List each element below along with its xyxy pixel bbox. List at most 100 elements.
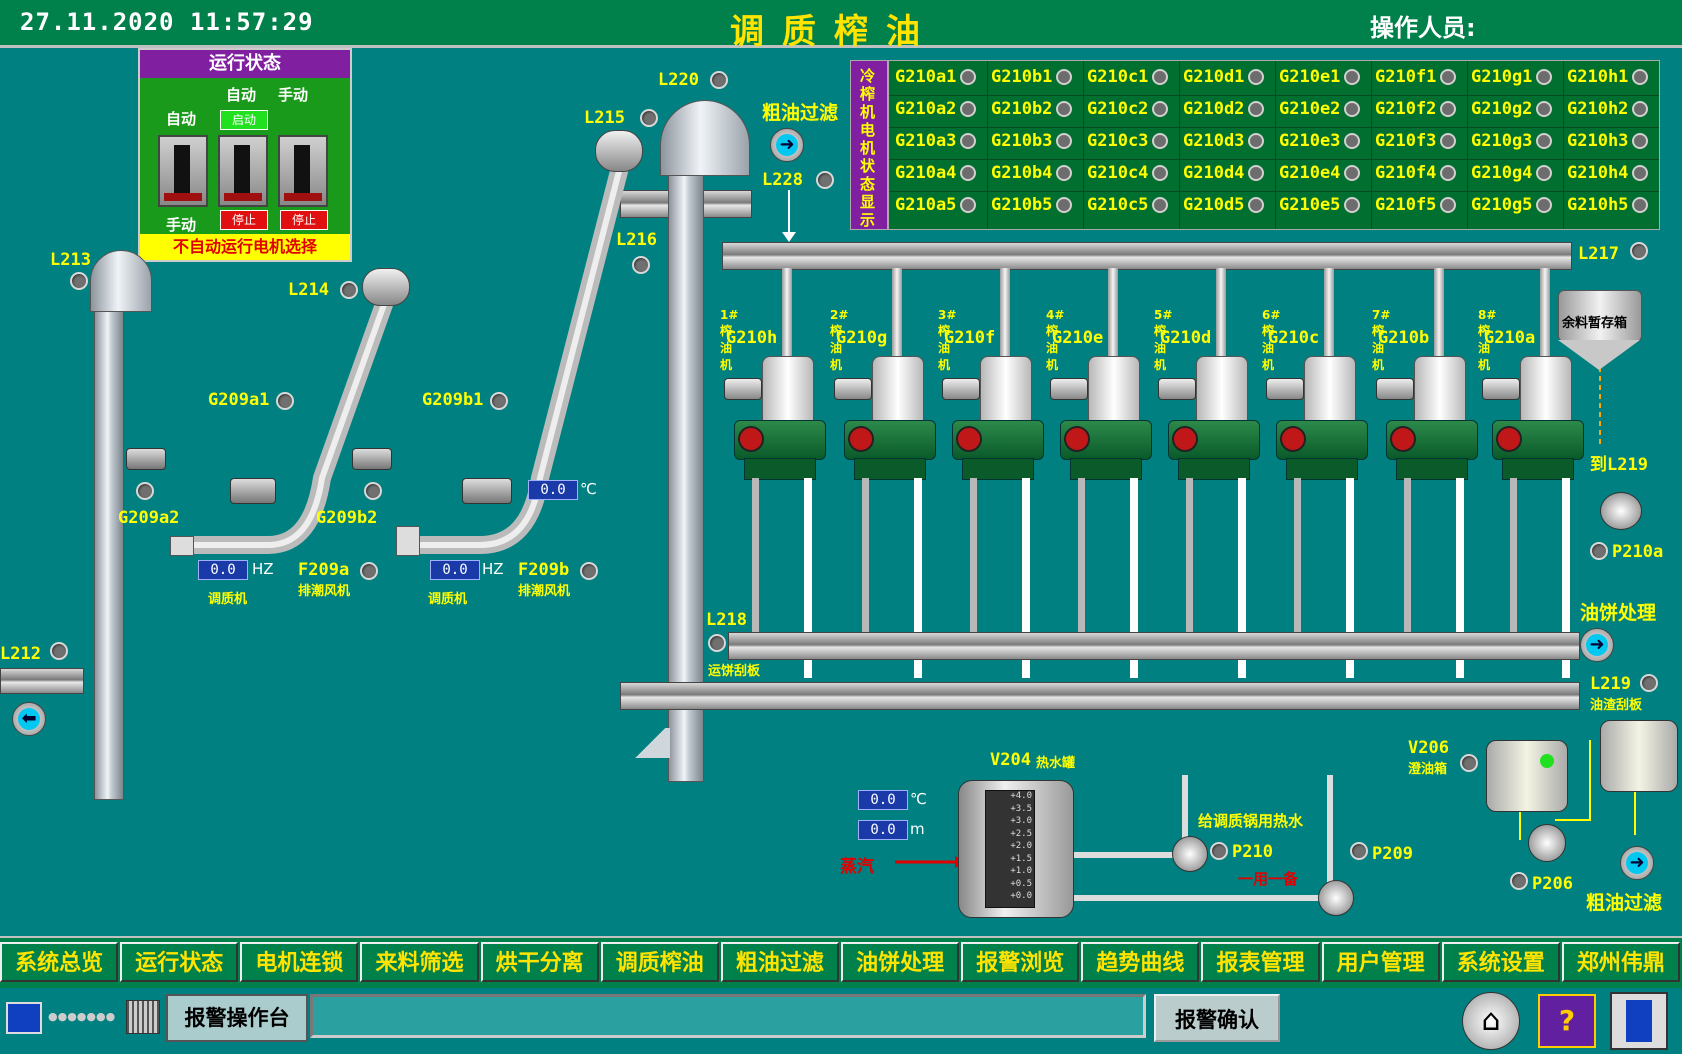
- nav-6[interactable]: 调质榨油: [600, 942, 719, 982]
- motor-status-g210e1[interactable]: G210e1: [1279, 67, 1361, 87]
- nav-5[interactable]: 烘干分离: [480, 942, 599, 982]
- exit-door-icon[interactable]: [1610, 992, 1668, 1050]
- nav-12[interactable]: 用户管理: [1321, 942, 1440, 982]
- motor-status-g210g3[interactable]: G210g3: [1471, 131, 1553, 151]
- grid-row-divider: [889, 95, 1659, 96]
- goto-crude-filter-button-2[interactable]: ➜: [1620, 846, 1654, 880]
- motor-status-g210b2[interactable]: G210b2: [991, 99, 1073, 119]
- status-p209[interactable]: [1350, 842, 1368, 860]
- motor-status-g210e5[interactable]: G210e5: [1279, 195, 1361, 215]
- motor-status-g210a4[interactable]: G210a4: [895, 163, 977, 183]
- switch-2[interactable]: [218, 135, 268, 207]
- motor-status-g210c4[interactable]: G210c4: [1087, 163, 1169, 183]
- status-f209a[interactable]: [360, 562, 378, 580]
- status-v206[interactable]: [1460, 754, 1478, 772]
- stop-button-1[interactable]: 停止: [220, 210, 268, 230]
- stop-button-2[interactable]: 停止: [280, 210, 328, 230]
- press-number: 3#榨油机: [938, 308, 957, 372]
- nav-3[interactable]: 电机连锁: [240, 942, 359, 982]
- status-g209a1[interactable]: [276, 392, 294, 410]
- nav-1[interactable]: 系统总览: [0, 942, 119, 982]
- motor-status-g210b1[interactable]: G210b1: [991, 67, 1073, 87]
- status-f209b[interactable]: [580, 562, 598, 580]
- nav-9[interactable]: 报警浏览: [961, 942, 1080, 982]
- status-g209a2[interactable]: [136, 482, 154, 500]
- scale-tick: +0.5: [1010, 878, 1032, 889]
- status-l218[interactable]: [708, 634, 726, 652]
- switch-1[interactable]: [158, 135, 208, 207]
- motor-status-g210f1[interactable]: G210f1: [1375, 67, 1457, 87]
- nav-8[interactable]: 油饼处理: [841, 942, 960, 982]
- status-p206[interactable]: [1510, 872, 1528, 890]
- status-p210[interactable]: [1210, 842, 1228, 860]
- motor-status-g210h5[interactable]: G210h5: [1567, 195, 1649, 215]
- motor-label: G210g4: [1471, 163, 1533, 183]
- status-l216[interactable]: [632, 256, 650, 274]
- nav-7[interactable]: 粗油过滤: [720, 942, 839, 982]
- status-l217[interactable]: [1630, 242, 1648, 260]
- motor-status-g210b4[interactable]: G210b4: [991, 163, 1073, 183]
- motor-status-g210a3[interactable]: G210a3: [895, 131, 977, 151]
- switch-3[interactable]: [278, 135, 328, 207]
- motor-status-g210b5[interactable]: G210b5: [991, 195, 1073, 215]
- motor-status-g210c2[interactable]: G210c2: [1087, 99, 1169, 119]
- v204-temp-readout: 0.0: [858, 790, 908, 810]
- motor-status-g210g4[interactable]: G210g4: [1471, 163, 1553, 183]
- nav-2[interactable]: 运行状态: [120, 942, 239, 982]
- help-book-icon[interactable]: ?: [1538, 994, 1596, 1048]
- alarm-confirm-button[interactable]: 报警确认: [1154, 994, 1280, 1042]
- grid-icon[interactable]: [126, 1000, 160, 1034]
- status-g209b1[interactable]: [490, 392, 508, 410]
- status-l228[interactable]: [816, 171, 834, 189]
- alarm-message-field[interactable]: [310, 994, 1146, 1038]
- motor-status-g210d3[interactable]: G210d3: [1183, 131, 1265, 151]
- motor-status-g210g2[interactable]: G210g2: [1471, 99, 1553, 119]
- press-base: [744, 458, 816, 480]
- motor-status-g210d5[interactable]: G210d5: [1183, 195, 1265, 215]
- motor-status-g210a5[interactable]: G210a5: [895, 195, 977, 215]
- status-l212[interactable]: [50, 642, 68, 660]
- motor-status-g210g1[interactable]: G210g1: [1471, 67, 1553, 87]
- motor-status-g210f2[interactable]: G210f2: [1375, 99, 1457, 119]
- motor-status-g210f4[interactable]: G210f4: [1375, 163, 1457, 183]
- motor-status-g210c3[interactable]: G210c3: [1087, 131, 1169, 151]
- no-auto-motor-select[interactable]: 不自动运行电机选择: [140, 234, 350, 260]
- status-l219[interactable]: [1640, 674, 1658, 692]
- motor-status-g210d2[interactable]: G210d2: [1183, 99, 1265, 119]
- nav-10[interactable]: 趋势曲线: [1081, 942, 1200, 982]
- motor-status-g210f3[interactable]: G210f3: [1375, 131, 1457, 151]
- motor-status-g210e4[interactable]: G210e4: [1279, 163, 1361, 183]
- motor-status-g210d4[interactable]: G210d4: [1183, 163, 1265, 183]
- motor-status-g210a1[interactable]: G210a1: [895, 67, 977, 87]
- motor-status-g210b3[interactable]: G210b3: [991, 131, 1073, 151]
- motor-status-g210d1[interactable]: G210d1: [1183, 67, 1265, 87]
- motor-status-g210c1[interactable]: G210c1: [1087, 67, 1169, 87]
- motor-status-g210f5[interactable]: G210f5: [1375, 195, 1457, 215]
- status-p210a[interactable]: [1590, 542, 1608, 560]
- goto-cake-button[interactable]: ➜: [1580, 628, 1614, 662]
- motor-status-g210a2[interactable]: G210a2: [895, 99, 977, 119]
- nav-14[interactable]: 郑州伟鼎: [1561, 942, 1680, 982]
- nav-4[interactable]: 来料筛选: [360, 942, 479, 982]
- motor-status-g210e3[interactable]: G210e3: [1279, 131, 1361, 151]
- label-l213: L213: [50, 250, 91, 270]
- nav-13[interactable]: 系统设置: [1441, 942, 1560, 982]
- goto-crude-filter-button[interactable]: ➜: [770, 128, 804, 162]
- motor-status-g210c5[interactable]: G210c5: [1087, 195, 1169, 215]
- status-l220[interactable]: [710, 71, 728, 89]
- computer-icon[interactable]: [6, 1002, 42, 1034]
- motor-status-g210h3[interactable]: G210h3: [1567, 131, 1649, 151]
- motor-status-g210h2[interactable]: G210h2: [1567, 99, 1649, 119]
- status-l213[interactable]: [70, 272, 88, 290]
- status-g209b2[interactable]: [364, 482, 382, 500]
- motor-status-g210g5[interactable]: G210g5: [1471, 195, 1553, 215]
- nav-11[interactable]: 报表管理: [1201, 942, 1320, 982]
- motor-status-g210h4[interactable]: G210h4: [1567, 163, 1649, 183]
- status-l214[interactable]: [340, 281, 358, 299]
- status-l215[interactable]: [640, 109, 658, 127]
- home-icon[interactable]: ⌂: [1462, 992, 1520, 1050]
- start-button[interactable]: 启动: [220, 110, 268, 130]
- goto-previous-button[interactable]: ⬅: [12, 702, 46, 736]
- motor-status-g210e2[interactable]: G210e2: [1279, 99, 1361, 119]
- motor-status-g210h1[interactable]: G210h1: [1567, 67, 1649, 87]
